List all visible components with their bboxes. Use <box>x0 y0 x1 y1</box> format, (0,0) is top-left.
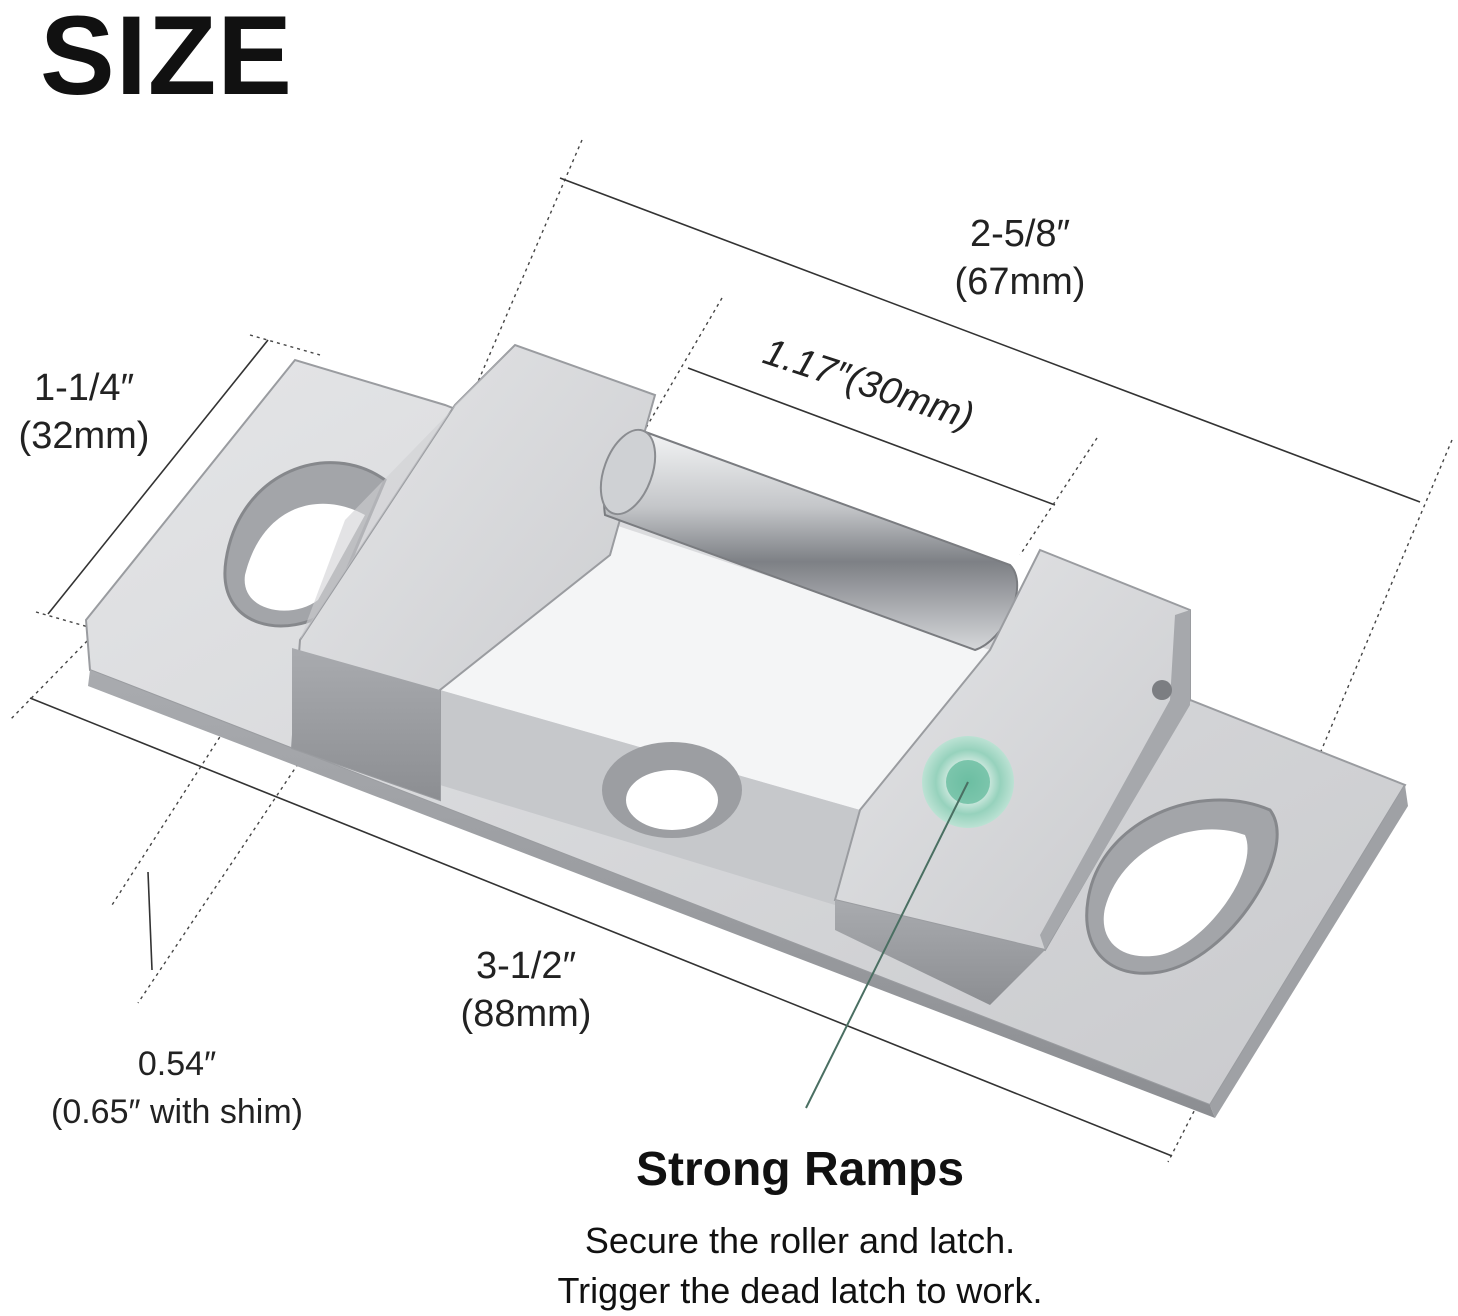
overall-width-label: 2-5/8″ (67mm) <box>930 210 1110 306</box>
thickness-label: 0.54″ (0.65″ with shim) <box>12 1040 342 1136</box>
thickness-imperial: 0.54″ <box>137 1045 217 1083</box>
roller-pin <box>599 428 1019 652</box>
thickness-metric: (0.65″ with shim) <box>51 1093 303 1131</box>
feature-callout: Strong Ramps Secure the roller and latch… <box>520 1140 1080 1316</box>
plate-length-imperial: 3-1/2″ <box>475 945 577 987</box>
feature-line-1: Secure the roller and latch. <box>584 1220 1016 1261</box>
left-ramp-block <box>290 343 657 802</box>
plate-width-label: 1-1/4″ (32mm) <box>0 364 168 460</box>
plate-width-imperial: 1-1/4″ <box>33 367 135 409</box>
ramp-marker <box>805 736 1014 1109</box>
plate-length-label: 3-1/2″ (88mm) <box>436 942 616 1038</box>
plate-length-metric: (88mm) <box>460 993 592 1035</box>
plate-width-metric: (32mm) <box>18 415 150 457</box>
page-title: SIZE <box>40 0 293 118</box>
overall-width-metric: (67mm) <box>954 261 1086 303</box>
overall-width-imperial: 2-5/8″ <box>969 213 1071 255</box>
dimension-lines <box>29 177 1421 1157</box>
feature-title: Strong Ramps <box>635 1143 965 1196</box>
center-cavity <box>440 520 990 905</box>
right-ramp-block <box>833 548 1191 1005</box>
feature-line-2: Trigger the dead latch to work. <box>557 1270 1043 1311</box>
